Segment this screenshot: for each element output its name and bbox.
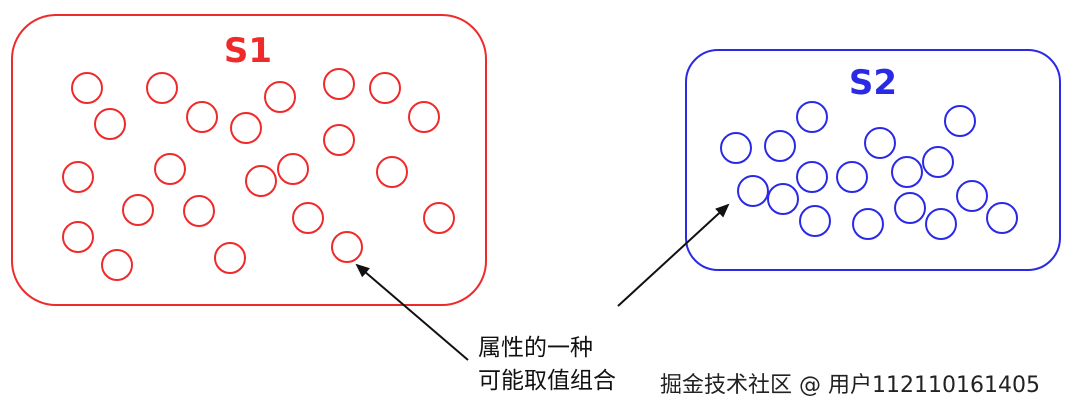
set-s1-item	[186, 101, 218, 133]
set-s1-label: S1	[224, 31, 272, 71]
set-s2-item	[852, 208, 884, 240]
set-s2-item	[737, 175, 769, 207]
set-s2-item	[767, 183, 799, 215]
set-s1-item	[323, 124, 355, 156]
annotation-arrow-to-s1	[355, 263, 469, 361]
set-s1-boundary	[11, 14, 487, 306]
set-s1-item	[71, 72, 103, 104]
set-s1-item	[62, 161, 94, 193]
set-s2-item	[894, 192, 926, 224]
set-s2-item	[799, 205, 831, 237]
set-s2-item	[956, 180, 988, 212]
set-s1-item	[323, 68, 355, 100]
set-s2-item	[764, 130, 796, 162]
set-s1-item	[214, 242, 246, 274]
set-s1: S1	[11, 14, 487, 306]
set-s2-item	[891, 156, 923, 188]
watermark-text: 掘金技术社区 @ 用户112110161405	[660, 373, 1040, 398]
annotation-arrow-to-s2	[617, 203, 730, 307]
set-s1-item	[183, 195, 215, 227]
set-s2-item	[796, 101, 828, 133]
set-s1-item	[264, 81, 296, 113]
annotation-line-2: 可能取值组合	[478, 368, 616, 394]
set-s1-item	[292, 202, 324, 234]
set-s1-item	[408, 101, 440, 133]
set-s1-item	[277, 153, 309, 185]
set-s1-item	[423, 202, 455, 234]
set-s2-item	[925, 208, 957, 240]
set-s2-item	[864, 127, 896, 159]
set-s1-item	[122, 194, 154, 226]
set-s2: S2	[685, 49, 1061, 271]
set-s1-item	[230, 112, 262, 144]
set-s1-item	[146, 72, 178, 104]
set-s1-item	[376, 156, 408, 188]
set-s1-item	[62, 221, 94, 253]
set-s2-item	[922, 146, 954, 178]
set-s1-item	[94, 108, 126, 140]
annotation-line-1: 属性的一种	[478, 335, 593, 361]
set-s2-item	[986, 202, 1018, 234]
set-s1-item	[245, 165, 277, 197]
set-s2-item	[720, 132, 752, 164]
set-s2-items	[720, 101, 1018, 240]
set-s1-items	[62, 68, 455, 281]
set-s1-item	[101, 249, 133, 281]
set-s1-item	[154, 153, 186, 185]
set-s2-boundary	[685, 49, 1061, 271]
set-s2-item	[836, 161, 868, 193]
set-s2-label: S2	[849, 63, 897, 103]
set-s2-item	[796, 161, 828, 193]
set-s2-item	[944, 105, 976, 137]
set-s1-item	[331, 231, 363, 263]
set-s1-item	[369, 72, 401, 104]
